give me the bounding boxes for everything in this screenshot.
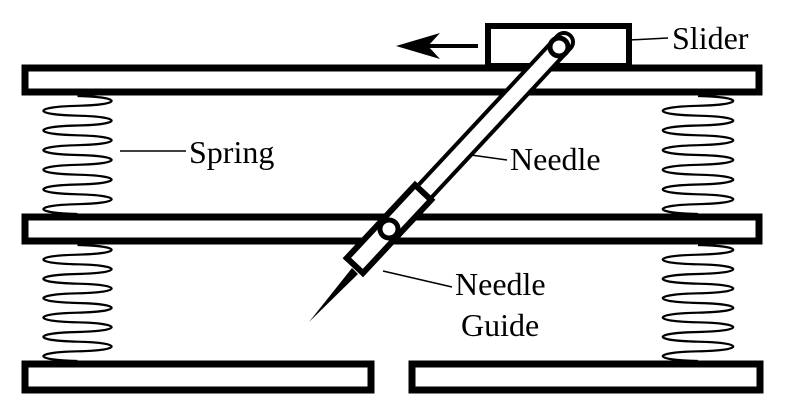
spring-lower-right — [661, 243, 735, 363]
needle-guide-label-line2: Guide — [461, 307, 539, 343]
guide-pivot-pin — [377, 217, 401, 241]
slider-leader — [628, 37, 669, 41]
needle-leader — [470, 154, 508, 161]
needle-guide-label-line1: Needle — [455, 266, 546, 302]
bottom-plate-right — [408, 360, 764, 394]
spring-label: Spring — [189, 134, 274, 170]
needle-label: Needle — [510, 141, 601, 177]
top-plate — [21, 64, 763, 96]
slider-pivot-pin — [547, 35, 571, 59]
spring-upper-right — [661, 94, 735, 216]
spring-lower-left — [42, 243, 113, 363]
spring-upper-left — [42, 94, 113, 216]
bottom-plate-left — [21, 360, 375, 394]
arrow-left-icon — [396, 33, 478, 59]
slider-label: Slider — [672, 20, 749, 56]
needle-guide-leader — [382, 270, 453, 288]
